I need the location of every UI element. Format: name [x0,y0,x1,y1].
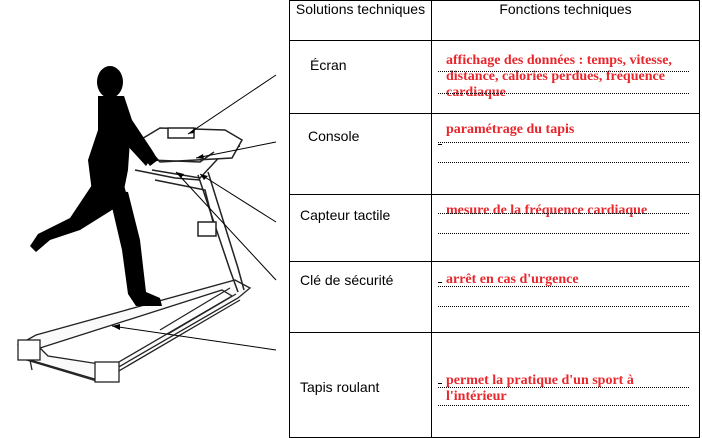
leader-ecran [187,74,277,135]
table-row-capteur: Capteur tactile mesure de la fréquence c… [289,194,700,262]
dotted-line [438,405,689,406]
header-fonctions: Fonctions techniques [431,0,700,41]
fonction-cell: permet la pratique d'un sport à l'intéri… [431,332,700,438]
dash-mark [438,282,442,283]
solution-cell: Console [289,113,432,195]
table-header-row: Solutions techniques Fonctions technique… [289,0,700,41]
leader-capteur [199,173,277,223]
dash-mark [438,144,442,145]
leader-cle [175,171,277,281]
fonction-capteur: mesure de la fréquence cardiaque [446,203,648,218]
dotted-line [438,213,689,214]
table-row-ecran: Écran affichage des données : temps, vit… [289,40,700,114]
dotted-line [438,233,689,234]
dotted-line [438,162,689,163]
solution-cell: Écran [289,40,432,114]
table-row-console: Console paramétrage du tapis [289,113,700,195]
runner-silhouette [30,66,162,306]
fonction-cell: arrêt en cas d'urgence [431,261,700,333]
dotted-line [438,93,689,94]
solution-console: Console [308,128,360,144]
solution-cle: Clé de sécurité [300,272,394,288]
fonction-cell: paramétrage du tapis [431,113,700,195]
dotted-line [438,387,689,388]
solution-ecran: Écran [310,57,347,73]
dotted-line [438,286,689,287]
fonction-cell: affichage des données : temps, vitesse, … [431,40,700,114]
leader-tapis [111,325,277,351]
leader-lines [111,74,277,351]
fonction-tapis: permet la pratique d'un sport à l'intéri… [446,373,634,404]
dotted-line [438,71,689,72]
treadmill-illustration [0,0,290,437]
table-row-tapis: Tapis roulant permet la pratique d'un sp… [289,332,700,438]
treadmill-drawing [17,66,277,383]
fonction-ecran: affichage des données : temps, vitesse, … [446,53,672,100]
leader-console [195,141,277,159]
arrow-heads [112,127,208,330]
solution-cell: Clé de sécurité [289,261,432,333]
fonction-cell: mesure de la fréquence cardiaque [431,194,700,262]
table-row-cle: Clé de sécurité arrêt en cas d'urgence [289,261,700,333]
solution-tapis: Tapis roulant [300,379,380,395]
header-solutions: Solutions techniques [289,0,432,41]
treadmill-deck [17,279,252,383]
solutions-table: Solutions techniques Fonctions technique… [289,0,700,438]
solution-cell: Tapis roulant [289,332,432,438]
dotted-line [438,306,689,307]
dotted-line [438,142,689,143]
dash-mark [438,383,442,384]
solution-capteur: Capteur tactile [300,207,391,223]
solution-cell: Capteur tactile [289,194,432,262]
fonction-cle: arrêt en cas d'urgence [446,272,579,287]
fonction-console: paramétrage du tapis [446,122,575,137]
